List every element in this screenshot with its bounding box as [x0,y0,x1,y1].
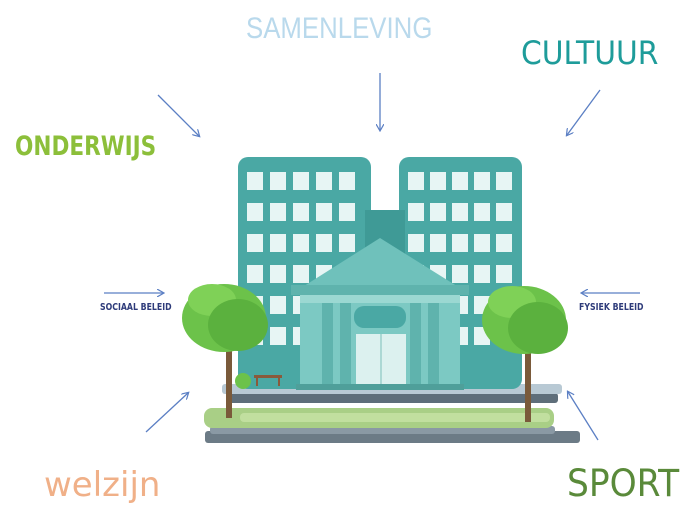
arrow-sport [568,392,599,441]
label-samenleving: SAMENLEVING [246,12,433,45]
window [430,234,446,252]
window [270,203,286,221]
window [316,203,332,221]
window [496,234,512,252]
window [293,172,309,190]
window [452,203,468,221]
label-cultuur: CULTUUR [521,34,659,72]
arrow-welzijn [145,393,188,433]
window [339,172,355,190]
window [247,203,263,221]
window [408,203,424,221]
window [293,234,309,252]
label-welzijn: welzijn [44,465,161,505]
window [474,172,490,190]
window [247,234,263,252]
window [452,265,468,283]
government-building-icon [182,157,580,443]
window [474,265,490,283]
window [270,172,286,190]
window [474,203,490,221]
window [339,234,355,252]
window [293,203,309,221]
label-sport: SPORT [567,462,680,505]
window [339,203,355,221]
window [452,234,468,252]
window [247,172,263,190]
window [408,234,424,252]
window [316,172,332,190]
window [247,265,263,283]
label-sociaal-beleid: SOCIAAL BELEID [100,302,172,313]
window [270,327,286,345]
arrows [104,73,640,441]
arrow-cultuur [567,89,601,135]
window [496,265,512,283]
window [496,203,512,221]
window [270,265,286,283]
window [270,296,286,314]
label-onderwijs: ONDERWIJS [15,131,157,162]
window [316,234,332,252]
window [474,234,490,252]
window [293,265,309,283]
arrow-onderwijs [157,94,199,136]
window [452,172,468,190]
label-fysiek-beleid: FYSIEK BELEID [579,302,644,313]
window [496,172,512,190]
window [430,172,446,190]
window [430,203,446,221]
window [408,172,424,190]
window [270,234,286,252]
